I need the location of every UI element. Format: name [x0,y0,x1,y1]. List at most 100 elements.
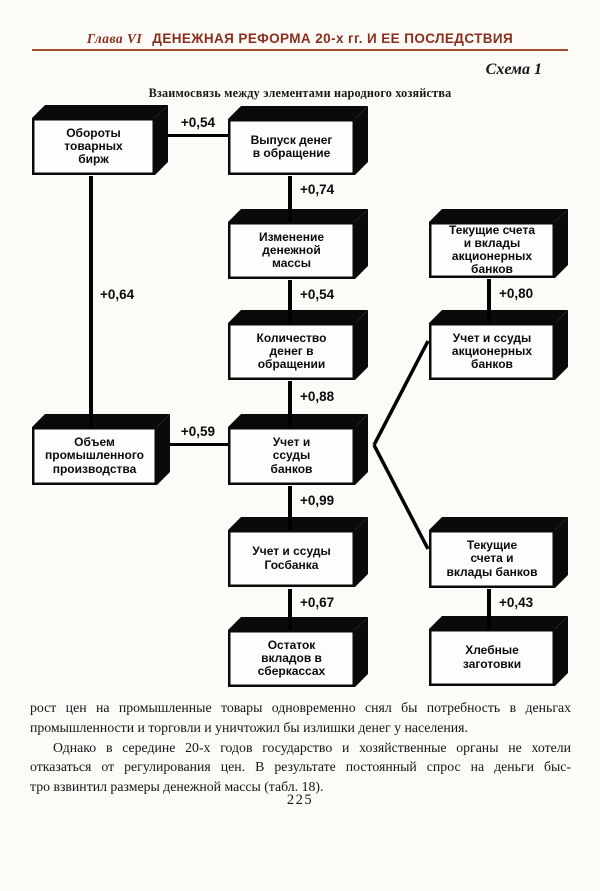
box-3d-shape [429,209,568,278]
box-label-line: Изменение [258,229,325,244]
box-label-line: массы [272,256,311,271]
body-text-line: рост цен на промышленные товары одноврем… [30,700,571,715]
correlation-label: +0,54 [300,287,335,302]
box-label-line: промышленного [44,448,144,463]
box-3d-shape [228,517,368,587]
box-label-line: Учет и ссуды [452,330,532,345]
box-label-line: денег в [269,343,314,358]
connector-line [168,134,228,137]
box-3d-shape [228,414,368,485]
box-label-line: Хлебные [465,643,519,658]
box-label-line: Обороты [66,125,121,140]
correlation-label: +0,59 [180,424,216,439]
box-label-line: в обращение [252,146,331,160]
correlation-label: +0,64 [100,287,135,302]
box-label-line: Количество [256,330,327,345]
box-3d-shape [228,106,368,175]
box-3d-shape [228,310,368,380]
box-label-line: товарных [64,138,123,153]
box-label-line: Учет и [272,435,311,450]
connector-line [288,280,292,323]
box-label-line: акционерных [451,249,533,263]
box-label-line: бирж [78,152,109,167]
box-label-line: Госбанка [264,557,319,572]
box-label-line: акционерных [451,343,533,358]
box-3d-shape [429,616,568,686]
chapter-title: ДЕНЕЖНАЯ РЕФОРМА 20-х гг. И ЕЕ ПОСЛЕДСТВ… [152,31,514,46]
box-label-line: счета и [470,551,514,566]
box-label-line: заготовки [462,656,522,671]
correlation-label: +0,74 [300,182,335,197]
connector-line [288,589,292,630]
schema-label: Схема 1 [485,61,542,78]
connector-line [288,381,292,427]
correlation-label: +0,43 [499,595,534,610]
box-label-line: ссуды [272,448,311,463]
box-3d-shape [228,617,368,687]
body-text-line: Однако в середине 20-х годов государство… [53,739,571,755]
box-3d-shape [32,414,170,485]
box-label-line: банков [270,461,313,476]
correlation-label: +0,80 [499,286,534,301]
body-text-line: отказаться от регулирования цен. В резул… [30,759,571,775]
box-label-line: Текущие счета [449,222,535,237]
box-label-line: вкладов в [261,650,322,665]
box-label-line: производства [52,461,137,476]
body-text: рост цен на промышленные товары одноврем… [30,698,571,797]
correlation-label: +0,67 [300,595,335,610]
box-label-line: Выпуск денег [250,132,333,147]
correlation-label: +0,54 [180,115,216,130]
body-text-line: тро взвинтил размеры денежной массы (таб… [30,779,324,795]
box-3d-shape [32,105,168,175]
connector-line-diagonal [372,444,430,550]
correlation-label: +0,88 [300,389,335,404]
box-label-line: Остаток [267,637,316,652]
page-number: 225 [286,792,314,808]
box-label-line: Текущие [466,538,518,553]
box-3d-shape [429,517,568,588]
box-label-line: денежной [262,242,321,257]
correlation-label: +0,99 [300,493,335,508]
connector-line [89,176,93,427]
connector-line [487,279,491,323]
connector-line [487,589,491,629]
body-text-line: промышленности и торговли и уничтожил бы… [30,719,468,735]
connector-line [170,443,228,446]
connector-line [288,486,292,530]
box-label-line: Объем [74,435,115,450]
box-label-line: банков [471,262,513,277]
diagram-title: Взаимосвязь между элементами народного х… [148,86,452,100]
box-label-line: сберкассах [257,664,326,679]
box-3d-shape [429,310,568,380]
box-label-line: банков [471,357,513,372]
header-rule [32,49,568,51]
box-label-line: обращении [257,357,326,372]
box-label-line: и вклады [463,235,521,250]
box-label-line: Учет и ссуды [252,544,331,559]
